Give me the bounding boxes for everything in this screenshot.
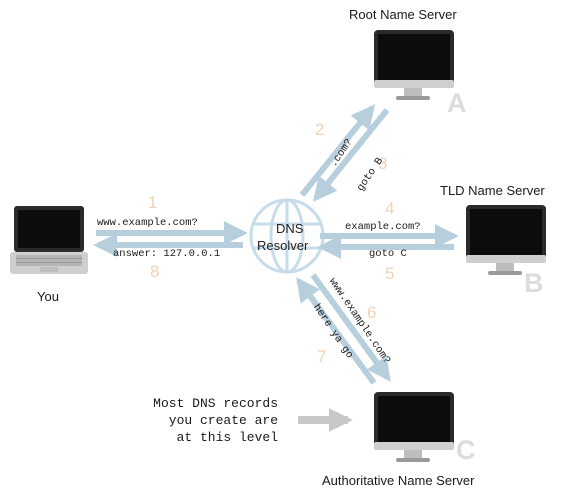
step-label-8: answer: 127.0.0.1 xyxy=(113,248,221,260)
step-label-5: goto C xyxy=(369,248,407,260)
step-number-1: 1 xyxy=(148,193,158,212)
server-letter-a: A xyxy=(447,88,467,118)
step-number-8: 8 xyxy=(150,262,160,281)
root-server-monitor-icon xyxy=(374,30,454,100)
note-line-1: Most DNS records xyxy=(153,396,278,411)
note-line-3: at this level xyxy=(176,430,278,445)
authoritative-server-label: Authoritative Name Server xyxy=(322,473,475,488)
dns-records-note: Most DNS records you create are at this … xyxy=(118,395,278,446)
authoritative-server-monitor-icon xyxy=(374,392,454,462)
arrow-step-3 xyxy=(312,108,390,202)
step-label-1: www.example.com? xyxy=(97,217,198,229)
globe-icon xyxy=(249,198,325,274)
resolver-label-line1: DNS xyxy=(276,221,304,236)
arrow-step-7 xyxy=(296,277,377,385)
tld-server-label: TLD Name Server xyxy=(440,183,545,198)
you-label: You xyxy=(37,289,59,304)
tld-server-monitor-icon xyxy=(466,205,546,275)
step-number-5: 5 xyxy=(385,264,395,283)
step-number-7: 7 xyxy=(317,347,327,366)
step-number-2: 2 xyxy=(315,120,325,139)
server-letter-c: C xyxy=(456,435,476,465)
step-number-6: 6 xyxy=(367,303,377,322)
laptop-icon xyxy=(10,206,88,274)
step-number-4: 4 xyxy=(385,199,395,218)
note-line-2: you create are xyxy=(168,413,278,428)
server-letter-b: B xyxy=(524,268,544,298)
step-number-3: 3 xyxy=(378,154,388,173)
arrow-step-6 xyxy=(310,273,391,382)
resolver-label-line2: Resolver xyxy=(257,238,309,253)
step-label-4: example.com? xyxy=(345,221,421,233)
root-server-label: Root Name Server xyxy=(349,7,457,22)
